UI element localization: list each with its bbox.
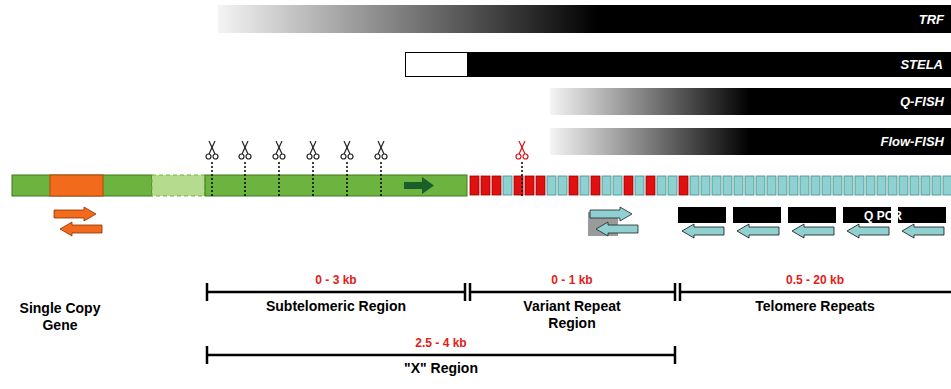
method-name: Q PCR [864,208,944,225]
method-name: Flow-FISH [880,134,951,149]
gene-label: Single Copy Gene [5,300,115,334]
method-bar: STELA [405,52,951,77]
chromosome [12,175,467,196]
region-label: Variant Repeat Region [512,298,632,332]
dimension-label: 2.5 - 4 kb [381,336,501,351]
region-label: Telomere Repeats [725,298,905,315]
dimension-label: 0 - 3 kb [276,273,396,288]
telomere-repeats [470,176,951,195]
qpcr-primers [678,207,946,238]
method-bar: TRF [218,5,951,33]
region-label: Subtelomeric Region [226,298,446,315]
dimension-label: 0.5 - 20 kb [745,273,885,288]
restriction-sites [206,141,528,196]
method-name: STELA [900,57,950,72]
region-label: "X" Region [361,360,521,377]
method-name: Q-FISH [900,94,951,109]
method-bar: Flow-FISH [550,128,951,155]
dimension-label: 0 - 1 kb [512,273,632,288]
single-copy-primers [54,207,102,236]
dimension-brackets [207,283,951,364]
variant-primers [588,207,638,236]
method-bar: Q-FISH [550,88,951,115]
method-name: TRF [919,12,951,27]
